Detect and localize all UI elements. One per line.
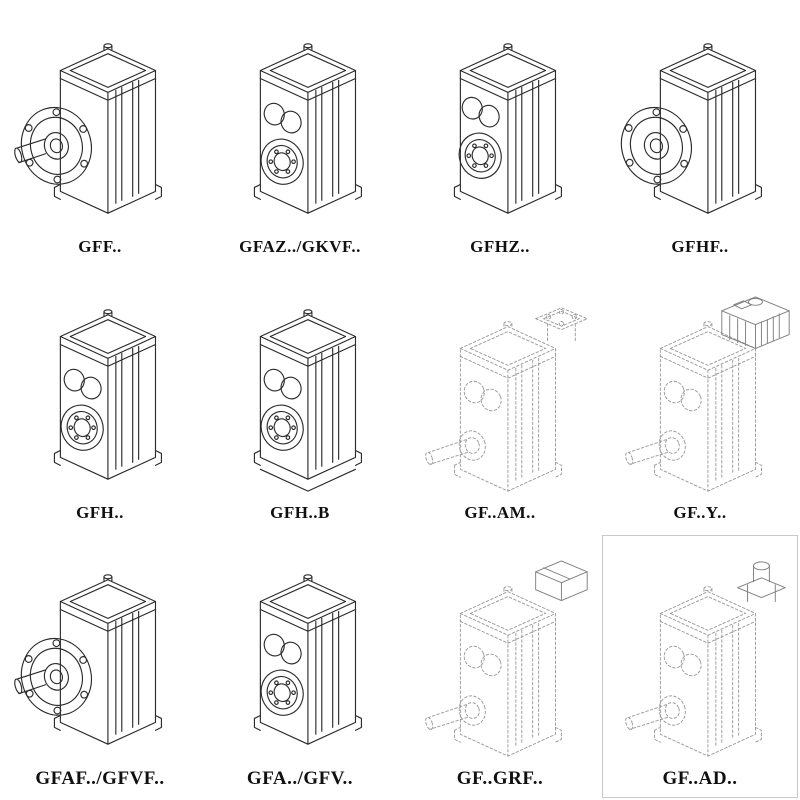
model-label: GF..AM.. — [464, 503, 536, 523]
catalog-cell-gfhz: GFHZ.. — [400, 0, 600, 267]
gearbox-iec-adapter-drawing-icon — [423, 307, 588, 492]
catalog-cell-gf-am: GF..AM.. — [400, 267, 600, 534]
model-label: GFA../GFV.. — [246, 767, 354, 789]
gearbox-bore-bearing-drawing-icon — [253, 309, 362, 492]
model-label: GF..Y.. — [673, 503, 727, 523]
catalog-cell-gfh: GFH.. — [0, 267, 200, 534]
catalog-cell-gfa-gfv: GFA../GFV.. — [200, 533, 400, 800]
gearbox-bore-bearing-drawing-icon — [53, 309, 162, 481]
catalog-cell-gf-grf: GF..GRF.. — [400, 533, 600, 800]
model-label: GFH..B — [270, 503, 330, 523]
model-label: GF..AD.. — [662, 767, 738, 789]
model-label: GFHZ.. — [470, 236, 530, 256]
gearbox-bore-face-drawing-icon — [253, 42, 362, 214]
model-label: GFAZ../GKVF.. — [239, 236, 361, 256]
catalog-cell-gfh-b: GFH..B — [200, 267, 400, 534]
gearbox-bore-face-drawing-icon — [253, 574, 362, 745]
gearbox-flange-hollow-drawing-icon — [611, 42, 762, 214]
model-label: GF..GRF.. — [456, 767, 544, 789]
catalog-cell-gf-ad: GF..AD.. — [600, 533, 800, 800]
catalog-cell-gfhf: GFHF.. — [600, 0, 800, 267]
model-label: GFF.. — [78, 236, 122, 256]
catalog-cell-gfaz-gkvf: GFAZ../GKVF.. — [200, 0, 400, 267]
model-label: GFAF../GFVF.. — [35, 767, 165, 789]
model-label: GFH.. — [76, 503, 124, 523]
gearbox-cover-box-drawing-icon — [423, 560, 588, 757]
gearbox-with-motor-drawing-icon — [623, 296, 790, 492]
model-label: GFHF.. — [671, 236, 729, 256]
catalog-cell-gff: GFF.. — [0, 0, 200, 267]
catalog-cell-gfaf-gfvf: GFAF../GFVF.. — [0, 533, 200, 800]
gearbox-bore-face-drawing-icon — [402, 42, 562, 214]
catalog-cell-gf-y: GF..Y.. — [600, 267, 800, 534]
gearbox-flange-shaft-drawing-icon — [11, 574, 162, 745]
gearbox-input-adapter-drawing-icon — [623, 561, 786, 757]
gearbox-flange-shaft-drawing-icon — [11, 42, 162, 214]
